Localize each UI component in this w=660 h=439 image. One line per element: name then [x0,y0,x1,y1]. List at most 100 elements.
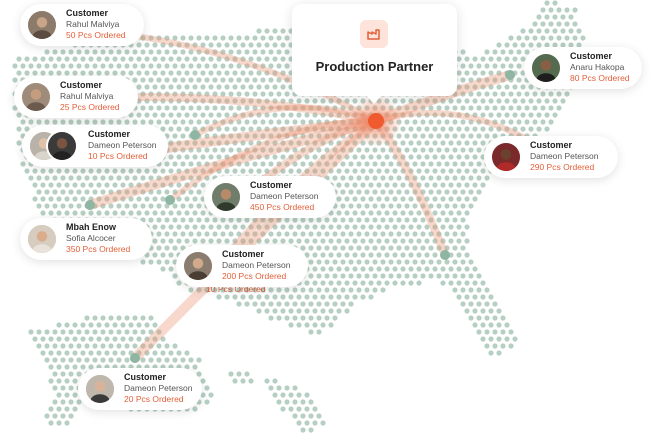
map-dot [392,280,398,286]
map-dot [244,301,250,307]
map-dot [484,301,490,307]
map-dot [404,133,410,139]
map-dot [208,238,214,244]
map-dot [476,315,482,321]
map-dot [96,196,102,202]
map-dot [540,105,546,111]
map-dot [180,91,186,97]
map-dot [560,42,566,48]
map-dot [272,238,278,244]
map-dot [364,231,370,237]
map-dot [332,147,338,153]
map-dot [300,245,306,251]
map-dot [336,238,342,244]
map-dot [348,245,354,251]
map-dot [460,203,466,209]
map-dot [184,350,190,356]
map-dot [336,112,342,118]
map-dot [132,63,138,69]
map-dot [272,168,278,174]
map-dot [260,161,266,167]
map-dot [244,119,250,125]
map-dot [564,21,570,27]
map-dot [212,105,218,111]
map-dot [400,112,406,118]
map-dot [512,126,518,132]
map-dot [572,35,578,41]
map-dot [80,182,86,188]
map-dot [424,238,430,244]
map-dot [56,378,62,384]
map-dot [472,98,478,104]
map-dot [392,252,398,258]
map-dot [340,147,346,153]
map-dot [256,308,262,314]
map-dot [180,147,186,153]
map-dot [204,175,210,181]
map-dot [488,350,494,356]
map-dot [356,231,362,237]
map-dot [252,91,258,97]
map-dot [312,420,318,426]
map-dot [68,119,74,125]
map-dot [276,161,282,167]
map-dot [328,322,334,328]
map-dot [340,287,346,293]
map-dot [452,259,458,265]
map-dot [196,357,202,363]
map-dot [456,210,462,216]
map-dot [336,280,342,286]
map-dot [128,196,134,202]
map-dot [328,252,334,258]
map-dot [96,322,102,328]
map-dot [324,105,330,111]
map-dot [536,112,542,118]
map-dot [384,238,390,244]
map-dot [168,112,174,118]
production-partner-card[interactable]: Production Partner [292,4,457,104]
map-dot [296,98,302,104]
map-dot [328,126,334,132]
map-dot [328,154,334,160]
map-dot [516,77,522,83]
map-dot [360,224,366,230]
map-dot [308,413,314,419]
map-dot [456,126,462,132]
map-dot [564,91,570,97]
map-dot [64,406,70,412]
map-dot [104,182,110,188]
map-dot [376,252,382,258]
map-dot [244,371,250,377]
map-dot [156,189,162,195]
map-dot [180,105,186,111]
map-dot [436,161,442,167]
map-dot [216,84,222,90]
map-dot [184,210,190,216]
map-dot [168,42,174,48]
map-dot [136,210,142,216]
map-dot [516,35,522,41]
map-dot [280,308,286,314]
map-dot [264,28,270,34]
map-dot [132,315,138,321]
map-dot [244,147,250,153]
map-dot [144,70,150,76]
map-dot [320,224,326,230]
map-dot [344,308,350,314]
map-dot [424,182,430,188]
map-dot [548,105,554,111]
map-dot [344,140,350,146]
map-dot [40,56,46,62]
map-dot [440,224,446,230]
order-quantity: 290 Pcs Ordered [530,162,595,172]
map-dot [88,350,94,356]
